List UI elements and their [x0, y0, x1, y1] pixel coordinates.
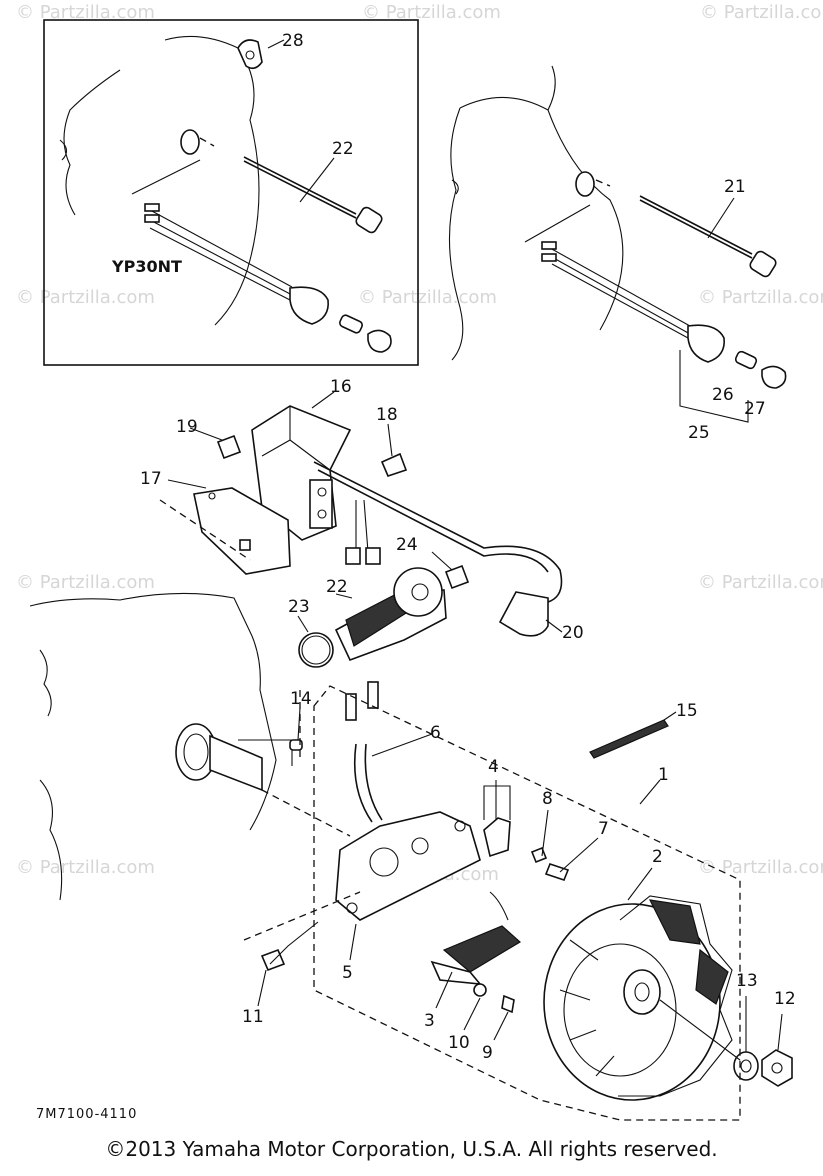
callout-13: 13: [736, 971, 758, 991]
dashed-guide: [243, 891, 361, 941]
watermark: © Partzilla.com: [698, 857, 823, 878]
watermark: © Partzilla.com: [16, 2, 155, 23]
callout-28: 28: [282, 31, 304, 51]
callout-8: 8: [542, 789, 553, 809]
callout-23: 23: [288, 597, 310, 617]
callout-7: 7: [598, 819, 609, 839]
callout-22-inset: 22: [332, 139, 354, 159]
callout-2: 2: [652, 847, 663, 867]
callout-5: 5: [342, 963, 353, 983]
callout-11: 11: [242, 1007, 264, 1027]
leader-line: [299, 157, 335, 203]
inset-part-28: [237, 39, 263, 70]
callout-15: 15: [676, 701, 698, 721]
exploded-parts-diagram: © Partzilla.com © Partzilla.com © Partzi…: [16, 2, 823, 1122]
callout-20: 20: [562, 623, 584, 643]
assembly-boundary: [313, 685, 741, 1121]
coil-bracket: [193, 487, 291, 575]
inset-model-label: YP30NT: [111, 257, 182, 276]
callout-25: 25: [688, 423, 710, 443]
bolts: [216, 434, 470, 590]
inset-housing-outline: [59, 35, 260, 326]
watermark: © Partzilla.com: [358, 287, 497, 308]
callout-12: 12: [774, 989, 796, 1009]
crankshaft-end: [175, 723, 303, 792]
o-ring: [298, 632, 334, 668]
stator-wire: [345, 681, 383, 823]
crankcase-outline: [29, 592, 277, 901]
callout-14: 14: [290, 689, 312, 709]
callout-10: 10: [448, 1033, 470, 1053]
callout-labels: 1 2 3 4 5 6 7 8 9 10 11 12 13 14 15 16 1…: [140, 31, 796, 1063]
dashed-guide: [261, 789, 351, 837]
high-tension-cord: [313, 461, 563, 637]
callout-3: 3: [424, 1011, 435, 1031]
callout-19: 19: [176, 417, 198, 437]
pulser-coil: [483, 785, 511, 858]
leader-line: [267, 39, 285, 49]
watermark: © Partzilla.com: [16, 287, 155, 308]
flywheel-magneto: [543, 895, 733, 1101]
callout-18: 18: [376, 405, 398, 425]
watermark: © Partzilla.com: [362, 2, 501, 23]
dashed-guide: [159, 499, 251, 561]
callout-9: 9: [482, 1043, 493, 1063]
callout-26: 26: [712, 385, 734, 405]
inset-frame: [43, 19, 419, 366]
callout-leaders: [167, 391, 783, 1052]
callout-24: 24: [396, 535, 418, 555]
watermark: © Partzilla.com: [698, 572, 823, 593]
callout-27: 27: [744, 399, 766, 419]
coil-lead-connectors: [345, 499, 381, 565]
watermarks: © Partzilla.com © Partzilla.com © Partzi…: [16, 2, 823, 885]
callout-22: 22: [326, 577, 348, 597]
callout-6: 6: [430, 723, 441, 743]
right-housing-outline: [448, 65, 624, 361]
drawing-code: 7M7100-4110: [36, 1107, 137, 1122]
pulser-assembly: [334, 567, 447, 662]
callout-1: 1: [658, 765, 669, 785]
callout-16: 16: [330, 377, 352, 397]
right-part-21-lead: [575, 171, 777, 278]
copyright-notice: ©2013 Yamaha Motor Corporation, U.S.A. A…: [105, 1137, 718, 1161]
callout-4: 4: [488, 757, 499, 777]
inset-harness: [131, 159, 392, 353]
watermark: © Partzilla.com: [16, 572, 155, 593]
watermark: © Partzilla.com: [16, 857, 155, 878]
o-ring-inner: [301, 635, 331, 665]
watermark: © Partzilla.com: [700, 2, 823, 23]
callout-17: 17: [140, 469, 162, 489]
charge-coil: [430, 891, 522, 985]
woodruff-key-15: [589, 719, 669, 759]
watermark: © Partzilla.com: [698, 287, 823, 308]
inset-part-22-lead: [180, 129, 383, 234]
callout-21: 21: [724, 177, 746, 197]
small-bolts: [260, 846, 570, 1014]
leader-line: [707, 197, 735, 239]
right-harness: [524, 204, 787, 423]
stator-plate: [335, 811, 481, 921]
